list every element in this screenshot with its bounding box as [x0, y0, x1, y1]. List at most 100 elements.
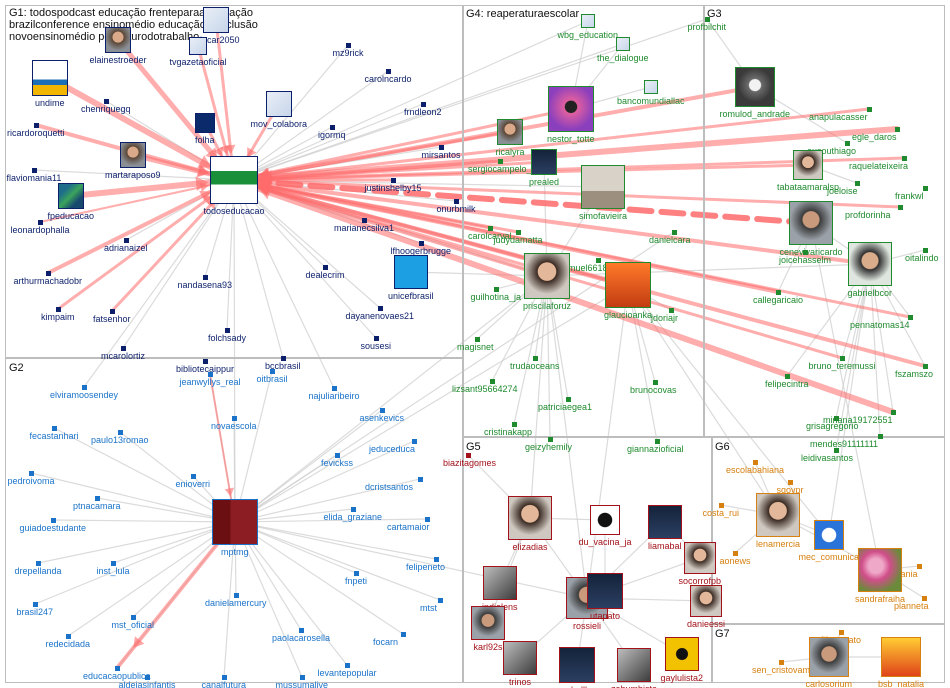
node-label-onurbmilk[interactable]: onurbmilk [436, 204, 476, 214]
node-label-leonardophalla[interactable]: leonardophalla [10, 225, 70, 235]
node-dot-sousesi[interactable] [374, 336, 379, 341]
node-label-patriciaegea1[interactable]: patriciaegea1 [538, 402, 593, 412]
node-dot-paulo13romao[interactable] [118, 430, 123, 435]
node-label-judydamatta[interactable]: judydamatta [493, 235, 543, 245]
node-dot-arthurmachadobr[interactable] [46, 271, 51, 276]
node-dot-carolcarval[interactable] [488, 226, 493, 231]
node-avatar-mec_comunica[interactable] [814, 520, 844, 550]
node-label-mirsantos[interactable]: mirsantos [421, 150, 461, 160]
node-dot-jdoriajr[interactable] [669, 308, 674, 313]
node-label-carlosorium[interactable]: carlosorium [805, 679, 853, 688]
node-dot-pedroivoma[interactable] [29, 471, 34, 476]
node-dot-lfhoogerbrugge[interactable] [419, 241, 424, 246]
node-avatar-cenevivaricardo[interactable] [789, 201, 833, 245]
node-label-jeduceduca[interactable]: jeduceduca [369, 444, 416, 454]
node-dot-lizsant95664274[interactable] [490, 379, 495, 384]
node-label-ricalyra[interactable]: ricalyra [495, 147, 525, 157]
node-label-mtst[interactable]: mtst [420, 603, 437, 613]
node-label-frndleon2[interactable]: frndleon2 [404, 107, 442, 117]
node-label-prealed[interactable]: prealed [529, 177, 560, 187]
node-label-gaylulista2[interactable]: gaylulista2 [660, 673, 704, 683]
node-label-karl92s[interactable]: karl92s [473, 642, 503, 652]
node-label-grisagregorio[interactable]: grisagregorio [806, 421, 859, 431]
node-label-bsb_natalia[interactable]: bsb_natalia [878, 679, 925, 688]
node-avatar-carlosorium[interactable] [809, 637, 849, 677]
node-label-romulod_andrade[interactable]: romulod_andrade [719, 109, 791, 119]
node-label-eusouthiago[interactable]: eusouthiago [807, 146, 857, 156]
node-label-cenevivaricardo[interactable]: cenevivaricardo [779, 247, 843, 257]
node-dot-oitalindo[interactable] [923, 248, 928, 253]
node-dot-elviramoosendey[interactable] [82, 385, 87, 390]
node-dot-patriciaegea1[interactable] [566, 397, 571, 402]
node-dot-jeduceduca[interactable] [412, 439, 417, 444]
node-avatar-gaylulista2[interactable] [665, 637, 699, 671]
node-label-nandasena93[interactable]: nandasena93 [177, 280, 233, 290]
node-avatar-unicefbrasil[interactable] [394, 255, 428, 289]
node-dot-focarn[interactable] [401, 632, 406, 637]
node-dot-kimpaim[interactable] [56, 307, 61, 312]
node-dot-mirsantos[interactable] [439, 145, 444, 150]
node-dot-planneta[interactable] [922, 596, 927, 601]
node-dot-danielcara[interactable] [672, 230, 677, 235]
node-label-aldeiasinfantis[interactable]: aldeiasinfantis [118, 680, 176, 688]
node-label-tabataamaralsp[interactable]: tabataamaralsp [777, 182, 840, 192]
node-avatar-indiolens[interactable] [483, 566, 517, 600]
node-label-trudaoceans[interactable]: trudaoceans [510, 361, 560, 371]
node-dot-escolabahiana[interactable] [753, 460, 758, 465]
node-label-fnpeti[interactable]: fnpeti [345, 576, 368, 586]
node-dot-oitbrasil[interactable] [270, 369, 275, 374]
node-label-flaviomania11[interactable]: flaviomania11 [6, 173, 62, 183]
node-label-rossieli[interactable]: rossieli [573, 621, 602, 631]
node-label-mec_comunica[interactable]: mec_comunica [798, 552, 860, 562]
node-label-dayanenovaes21[interactable]: dayanenovaes21 [345, 311, 415, 321]
node-label-cristinakapp[interactable]: cristinakapp [484, 427, 533, 437]
node-label-carolncardo[interactable]: carolncardo [364, 74, 412, 84]
node-label-frankwl[interactable]: frankwl [895, 191, 924, 201]
node-dot-frndleon2[interactable] [421, 102, 426, 107]
node-dot-folchsady[interactable] [225, 328, 230, 333]
node-dot-mtst[interactable] [438, 598, 443, 603]
node-dot-redecidada[interactable] [66, 634, 71, 639]
node-label-ptnacamara[interactable]: ptnacamara [73, 501, 121, 511]
node-avatar-elainestroeder[interactable] [105, 27, 131, 53]
node-avatar-simofavieira[interactable] [581, 165, 625, 209]
node-avatar-the_dialogue[interactable] [616, 37, 630, 51]
node-label-fszamszo[interactable]: fszamszo [895, 369, 934, 379]
node-label-zabumbista[interactable]: zabumbista [611, 684, 657, 688]
node-label-guilhotina_ja[interactable]: guilhotina_ja [470, 292, 522, 302]
node-label-sandrafraiha[interactable]: sandrafraiha [855, 594, 906, 604]
node-label-the_dialogue[interactable]: the_dialogue [597, 53, 649, 63]
node-label-danielamercury[interactable]: danielamercury [205, 598, 267, 608]
node-label-fecastanhari[interactable]: fecastanhari [29, 431, 79, 441]
node-label-muel66184888[interactable]: muel66184888 [568, 263, 628, 273]
node-dot-aonews[interactable] [733, 551, 738, 556]
node-label-elainestroeder[interactable]: elainestroeder [89, 55, 147, 65]
node-dot-mendes91111111[interactable] [878, 434, 883, 439]
node-label-magisnet[interactable]: magisnet [457, 342, 494, 352]
node-avatar-sandrafraiha[interactable] [858, 548, 902, 592]
node-label-joicehasselm[interactable]: joicehasselm [779, 255, 832, 265]
node-dot-fevickss[interactable] [335, 453, 340, 458]
node-dot-frankwl[interactable] [923, 186, 928, 191]
node-avatar-prealed[interactable] [531, 149, 557, 175]
node-label-lenamercia[interactable]: lenamercia [756, 539, 801, 549]
node-dot-mussumalive[interactable] [300, 675, 305, 680]
node-label-raquelateixeira[interactable]: raquelateixeira [849, 161, 909, 171]
node-label-jdoriajr[interactable]: jdoriajr [651, 313, 679, 323]
node-label-escolabahiana[interactable]: escolabahiana [726, 465, 785, 475]
node-avatar-karl92s[interactable] [471, 606, 505, 640]
node-avatar-zabumbista[interactable] [617, 648, 651, 682]
node-dot-egle_daros[interactable] [895, 127, 900, 132]
node-dot-chenriquegq[interactable] [104, 99, 109, 104]
node-dot-inst_lula[interactable] [111, 561, 116, 566]
node-avatar-wbg_education[interactable] [581, 14, 595, 28]
node-label-leidivasantos[interactable]: leidivasantos [801, 453, 854, 463]
node-avatar-folha[interactable] [195, 113, 215, 133]
node-label-biazitagomes[interactable]: biazitagomes [443, 458, 497, 468]
node-dot-trudaoceans[interactable] [533, 356, 538, 361]
node-label-novaescola[interactable]: novaescola [211, 421, 257, 431]
node-dot-justinshelby15[interactable] [391, 178, 396, 183]
node-label-levantepopular[interactable]: levantepopular [317, 668, 377, 678]
node-label-bibliotecaippur[interactable]: bibliotecaippur [176, 364, 235, 374]
node-label-mendes91111111[interactable]: mendes91111111 [810, 439, 879, 449]
